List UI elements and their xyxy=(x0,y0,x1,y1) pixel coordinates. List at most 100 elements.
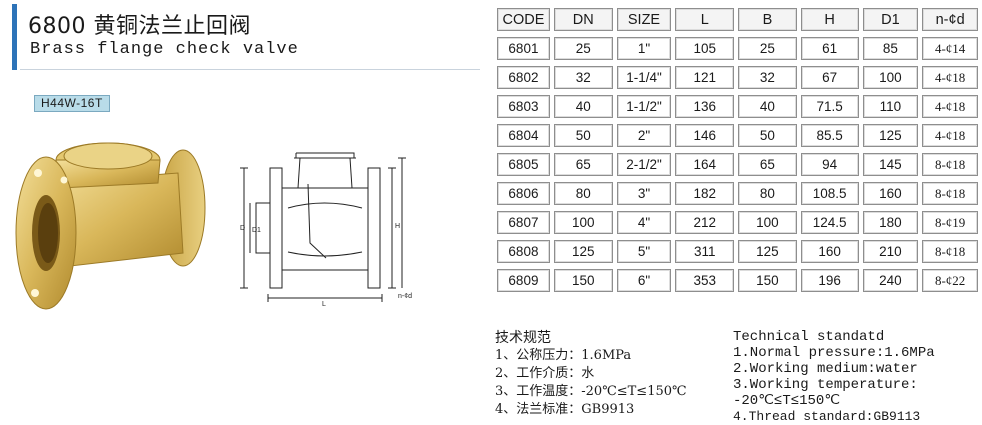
page-title-en: Brass flange check valve xyxy=(30,40,299,59)
cell-l: 311 xyxy=(675,240,735,263)
table-row: 6803 40 1-1/2" 136 40 71.5 110 4-¢18 xyxy=(497,95,978,118)
cell-l: 136 xyxy=(675,95,735,118)
cell-dn: 40 xyxy=(553,95,613,118)
drawing-label-d1: D1 xyxy=(252,227,261,234)
table-header-row: CODE DN SIZE L B H D1 n-¢d xyxy=(497,8,978,31)
cell-b: 25 xyxy=(738,37,797,60)
cell-code: 6805 xyxy=(497,153,550,176)
cell-dn: 50 xyxy=(553,124,613,147)
cell-l: 182 xyxy=(675,182,735,205)
cell-size: 2-1/2" xyxy=(616,153,672,176)
cell-h: 85.5 xyxy=(800,124,859,147)
cell-h: 71.5 xyxy=(800,95,859,118)
cell-b: 125 xyxy=(738,240,797,263)
cell-code: 6806 xyxy=(497,182,550,205)
page-title-cn: 6800 黄铜法兰止回阀 xyxy=(28,14,251,39)
header-divider xyxy=(20,69,480,70)
standard-cn-item: 1、公称压力：1.6MPa xyxy=(495,348,632,363)
cell-h: 160 xyxy=(800,240,859,263)
cell-size: 1" xyxy=(616,37,672,60)
standard-cn-item: 2、工作介质：水 xyxy=(495,366,595,381)
cell-d1: 160 xyxy=(862,182,919,205)
cell-size: 2" xyxy=(616,124,672,147)
cell-l: 353 xyxy=(675,269,735,292)
cell-dn: 100 xyxy=(553,211,613,234)
standard-cn-block: 技术规范 1、公称压力：1.6MPa 2、工作介质：水 3、工作温度：-20℃≤… xyxy=(495,329,687,419)
header-accent-bar xyxy=(12,4,17,70)
cell-b: 50 xyxy=(738,124,797,147)
cell-code: 6809 xyxy=(497,269,550,292)
cell-code: 6808 xyxy=(497,240,550,263)
standard-cn-item: 4、法兰标准：GB9913 xyxy=(495,402,635,417)
table-row: 6806 80 3" 182 80 108.5 160 8-¢18 xyxy=(497,182,978,205)
cell-code: 6804 xyxy=(497,124,550,147)
col-header-l: L xyxy=(675,8,735,31)
cell-dn: 125 xyxy=(553,240,613,263)
cell-h: 196 xyxy=(800,269,859,292)
cell-size: 1-1/2" xyxy=(616,95,672,118)
cell-nd: 8-¢19 xyxy=(922,211,978,234)
standard-en-title: Technical standatd xyxy=(733,329,885,345)
valve-photo xyxy=(15,142,206,310)
standard-en-item: 1.Normal pressure:1.6MPa xyxy=(733,345,935,361)
table-row: 6802 32 1-1/4" 121 32 67 100 4-¢18 xyxy=(497,66,978,89)
drawing-label-l: L xyxy=(322,301,326,308)
drawing-label-h: H xyxy=(395,223,400,230)
cell-d1: 145 xyxy=(862,153,919,176)
cell-code: 6801 xyxy=(497,37,550,60)
cell-b: 65 xyxy=(738,153,797,176)
cell-l: 212 xyxy=(675,211,735,234)
cell-nd: 4-¢18 xyxy=(922,95,978,118)
standard-cn-item: 3、工作温度：-20℃≤T≤150℃ xyxy=(495,384,687,399)
cell-d1: 210 xyxy=(862,240,919,263)
cell-h: 94 xyxy=(800,153,859,176)
table-row: 6801 25 1" 105 25 61 85 4-¢14 xyxy=(497,37,978,60)
table-row: 6808 125 5" 311 125 160 210 8-¢18 xyxy=(497,240,978,263)
cell-nd: 8-¢18 xyxy=(922,153,978,176)
col-header-code: CODE xyxy=(497,8,550,31)
cell-h: 108.5 xyxy=(800,182,859,205)
cell-b: 80 xyxy=(738,182,797,205)
cell-d1: 110 xyxy=(862,95,919,118)
cell-size: 4" xyxy=(616,211,672,234)
col-header-b: B xyxy=(738,8,797,31)
cell-nd: 4-¢14 xyxy=(922,37,978,60)
drawing-label-d: D xyxy=(240,225,245,232)
table-row: 6807 100 4" 212 100 124.5 180 8-¢19 xyxy=(497,211,978,234)
cell-h: 61 xyxy=(800,37,859,60)
cell-nd: 8-¢18 xyxy=(922,240,978,263)
cell-dn: 32 xyxy=(553,66,613,89)
cell-nd: 8-¢18 xyxy=(922,182,978,205)
cell-dn: 25 xyxy=(553,37,613,60)
cell-l: 164 xyxy=(675,153,735,176)
cell-nd: 8-¢22 xyxy=(922,269,978,292)
table-row: 6805 65 2-1/2" 164 65 94 145 8-¢18 xyxy=(497,153,978,176)
cell-l: 146 xyxy=(675,124,735,147)
cell-dn: 150 xyxy=(553,269,613,292)
cell-b: 32 xyxy=(738,66,797,89)
table-row: 6804 50 2" 146 50 85.5 125 4-¢18 xyxy=(497,124,978,147)
col-header-dn: DN xyxy=(553,8,613,31)
cell-dn: 80 xyxy=(553,182,613,205)
cell-b: 150 xyxy=(738,269,797,292)
cell-d1: 125 xyxy=(862,124,919,147)
standard-en-item: 4.Thread standard:GB9113 xyxy=(733,409,921,424)
cell-size: 1-1/4" xyxy=(616,66,672,89)
col-header-d1: D1 xyxy=(862,8,919,31)
cell-h: 124.5 xyxy=(800,211,859,234)
standard-en-block: Technical standatd 1.Normal pressure:1.6… xyxy=(733,329,935,425)
col-header-size: SIZE xyxy=(616,8,672,31)
cell-d1: 100 xyxy=(862,66,919,89)
cell-d1: 240 xyxy=(862,269,919,292)
cell-size: 3" xyxy=(616,182,672,205)
standard-en-item: 2.Working medium:water xyxy=(733,361,918,377)
cell-size: 5" xyxy=(616,240,672,263)
valve-technical-drawing: D D1 H L n-¢d xyxy=(240,152,412,308)
cell-b: 100 xyxy=(738,211,797,234)
table-row: 6809 150 6" 353 150 196 240 8-¢22 xyxy=(497,269,978,292)
col-header-h: H xyxy=(800,8,859,31)
cell-d1: 85 xyxy=(862,37,919,60)
cell-nd: 4-¢18 xyxy=(922,124,978,147)
cell-dn: 65 xyxy=(553,153,613,176)
standard-en-item: 3.Working temperature: xyxy=(733,377,918,393)
